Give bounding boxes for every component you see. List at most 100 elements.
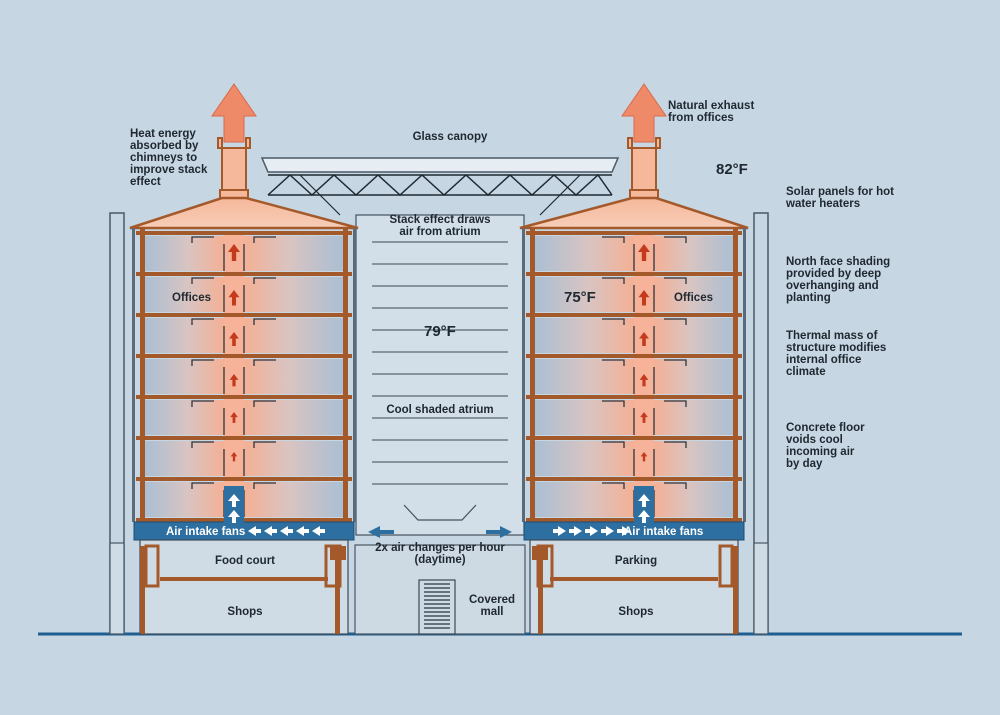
solar-panels-label: Solar panels for hot water heaters bbox=[786, 186, 894, 210]
shops-right-label: Shops bbox=[618, 606, 654, 618]
ceiling-baffle bbox=[664, 359, 687, 366]
stack-up-arrow bbox=[638, 244, 650, 261]
atrium-airflow-arrows bbox=[368, 526, 512, 538]
ceiling-baffle bbox=[191, 318, 214, 325]
ceiling-baffle bbox=[664, 482, 687, 489]
cool-atrium-label: Cool shaded atrium bbox=[386, 404, 494, 416]
stack-up-arrow bbox=[639, 332, 649, 346]
office-space bbox=[244, 441, 344, 476]
outer-column bbox=[753, 542, 769, 635]
office-space bbox=[144, 400, 224, 435]
ceiling-baffle bbox=[602, 277, 625, 284]
chimney bbox=[217, 137, 251, 191]
floor-slab bbox=[526, 395, 742, 399]
ceiling-baffle bbox=[253, 236, 276, 243]
office-space bbox=[654, 400, 734, 435]
office-space bbox=[244, 400, 344, 435]
structural-column bbox=[343, 228, 348, 522]
stack-up-arrow bbox=[230, 452, 238, 462]
floor-slab bbox=[526, 231, 742, 235]
ceiling-baffle bbox=[664, 318, 687, 325]
stack-up-arrow bbox=[638, 290, 650, 306]
office-space bbox=[144, 236, 224, 271]
ceiling-baffle bbox=[602, 400, 625, 407]
exhaust-arrow bbox=[621, 83, 667, 143]
floor-slab bbox=[526, 477, 742, 481]
office-space bbox=[654, 482, 734, 517]
shops-left-label: Shops bbox=[227, 606, 263, 618]
ceiling-baffle bbox=[602, 318, 625, 325]
floor-slab bbox=[526, 354, 742, 358]
floor-slab bbox=[136, 436, 352, 440]
riser-up-arrow bbox=[228, 510, 240, 523]
offices-right-label: Offices bbox=[674, 292, 713, 304]
stack-up-arrow bbox=[640, 452, 648, 462]
office-space bbox=[534, 400, 634, 435]
floor-slab bbox=[526, 313, 742, 317]
office-space bbox=[654, 236, 734, 271]
air-intake-arrow bbox=[553, 526, 566, 536]
ground-column bbox=[538, 546, 543, 634]
riser-up-arrow bbox=[638, 510, 650, 523]
floor-slab bbox=[526, 436, 742, 440]
stack-up-arrow bbox=[229, 332, 239, 346]
office-space bbox=[534, 277, 634, 312]
ceiling-baffle bbox=[664, 441, 687, 448]
air-intake-arrow bbox=[280, 526, 293, 536]
air-intake-arrow bbox=[569, 526, 582, 536]
ceiling-baffle bbox=[602, 236, 625, 243]
office-space bbox=[144, 359, 224, 394]
office-space bbox=[244, 482, 344, 517]
roof bbox=[129, 196, 359, 230]
column-bracket bbox=[324, 544, 342, 588]
north-face-shading-label: North face shading provided by deep over… bbox=[786, 256, 891, 304]
office-space bbox=[144, 441, 224, 476]
concrete-floor-label: Concrete floor voids cool incoming air b… bbox=[786, 422, 865, 470]
ceiling-baffle bbox=[191, 236, 214, 243]
office-space bbox=[534, 441, 634, 476]
air-intake-right-label: Air intake fans bbox=[624, 526, 704, 538]
office-space bbox=[534, 318, 634, 353]
right-building bbox=[519, 83, 769, 635]
stack-up-arrow bbox=[228, 290, 240, 306]
office-space bbox=[244, 318, 344, 353]
ground-column bbox=[733, 546, 738, 634]
ceiling-baffle bbox=[602, 359, 625, 366]
ground-column bbox=[335, 546, 340, 634]
thermal-mass-label: Thermal mass of structure modifies inter… bbox=[786, 330, 887, 378]
ground-column bbox=[140, 546, 145, 634]
stack-up-arrow bbox=[640, 412, 648, 423]
air-intake-left-label: Air intake fans bbox=[166, 526, 246, 538]
ceiling-baffle bbox=[664, 236, 687, 243]
stack-up-arrow bbox=[228, 244, 240, 261]
outside-temperature: 82°F bbox=[716, 161, 748, 178]
covered-mall-label: Covered mall bbox=[468, 594, 516, 618]
office-space bbox=[144, 318, 224, 353]
office-space bbox=[654, 359, 734, 394]
ceiling-baffle bbox=[253, 318, 276, 325]
atrium-temperature: 79°F bbox=[424, 323, 456, 340]
ceiling-baffle bbox=[191, 277, 214, 284]
stack-effect-label: Stack effect draws air from atrium bbox=[389, 214, 491, 238]
floor-slab bbox=[136, 272, 352, 276]
offices-left-label: Offices bbox=[172, 292, 211, 304]
air-intake-arrow bbox=[601, 526, 614, 536]
structural-column bbox=[530, 228, 535, 522]
floor-slab bbox=[136, 231, 352, 235]
left-building bbox=[109, 83, 359, 635]
office-space bbox=[534, 236, 634, 271]
glass-canopy bbox=[260, 157, 620, 216]
ceiling-baffle bbox=[253, 359, 276, 366]
column-bracket bbox=[144, 544, 160, 588]
ceiling-baffle bbox=[191, 359, 214, 366]
air-intake-arrow bbox=[264, 526, 277, 536]
office-space bbox=[654, 441, 734, 476]
stack-up-arrow bbox=[639, 374, 649, 387]
structural-column bbox=[140, 228, 145, 522]
office-space bbox=[534, 482, 634, 517]
air-intake-arrow bbox=[617, 526, 630, 536]
air-intake-arrow bbox=[312, 526, 325, 536]
floor-slab bbox=[136, 354, 352, 358]
roof bbox=[519, 196, 749, 230]
